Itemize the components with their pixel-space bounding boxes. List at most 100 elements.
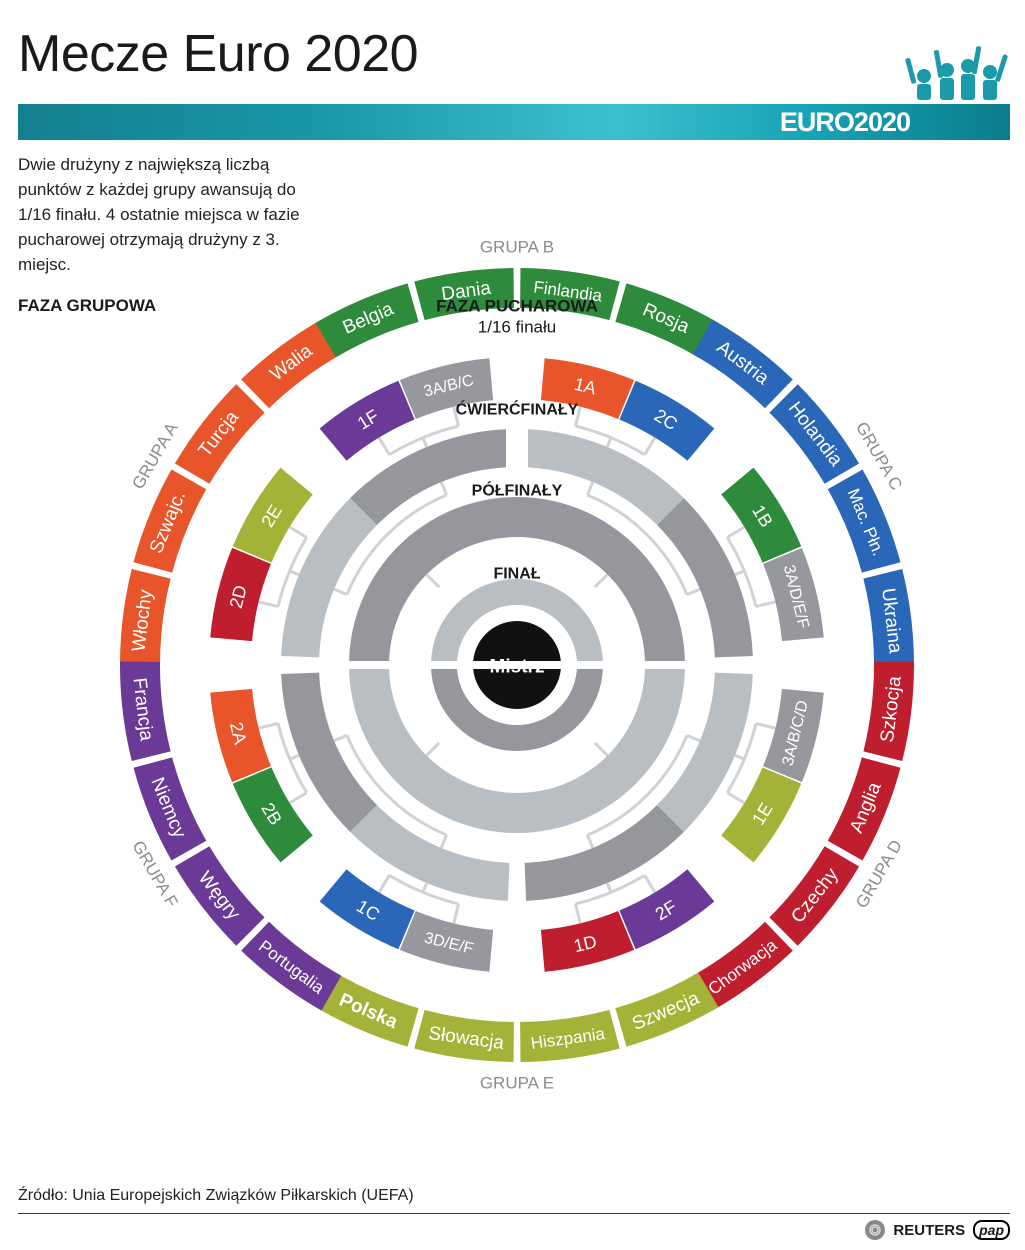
r16-slot (540, 911, 635, 972)
bracket-line (439, 834, 448, 849)
final-slot (431, 665, 603, 751)
team-segment (692, 319, 793, 409)
r16-slot (319, 869, 415, 950)
bracket-line (452, 903, 460, 924)
final-slot (431, 579, 603, 665)
bracket-line (439, 481, 448, 496)
bracket-line (333, 587, 348, 596)
bracket-line (258, 600, 279, 608)
team-segment (827, 757, 901, 861)
page-title: Mecze Euro 2020 (18, 25, 419, 83)
r16-slot (619, 869, 715, 950)
team-segment (769, 384, 860, 484)
team-segment (520, 268, 620, 321)
team-segment (692, 921, 793, 1011)
bracket-line (593, 573, 609, 589)
bracket-line (289, 753, 300, 761)
r16-heading: 1/16 finału (478, 318, 556, 337)
r16-slot (319, 380, 415, 461)
bracket-line (425, 573, 441, 589)
team-segment (615, 283, 719, 358)
knockout-stage-label: FAZA PUCHAROWA (436, 297, 598, 316)
r16-slot (399, 911, 494, 972)
team-segment (863, 568, 914, 669)
team-segment (241, 921, 342, 1011)
r16-slot (721, 467, 802, 563)
team-segment (133, 757, 207, 861)
bracket-line (377, 436, 391, 456)
team-segment (315, 283, 419, 358)
bracket-line (586, 481, 595, 496)
team-segment (174, 384, 265, 484)
bracket-line (726, 525, 746, 539)
group-stage-label: FAZA GRUPOWA (18, 296, 157, 315)
r16-slot (540, 358, 635, 419)
bracket-line (574, 406, 582, 427)
bracket-line (421, 437, 429, 448)
team-segment (827, 469, 901, 573)
fans-icon (905, 46, 1008, 100)
qf-slot (524, 429, 684, 525)
bracket-line (425, 741, 441, 757)
qf-slot (281, 498, 377, 658)
bracket-line (288, 791, 308, 805)
team-segment (315, 972, 419, 1047)
group-label: GRUPA E (480, 1074, 554, 1093)
r16-slot (763, 688, 824, 783)
r16-slot (210, 547, 271, 642)
quarterfinals-label: ĆWIERĆFINAŁY (456, 400, 579, 419)
footer-logos: REUTERS pap (865, 1220, 1010, 1240)
team-segment (520, 1009, 620, 1062)
description: Dwie drużyny z największą liczbą punktów… (18, 155, 300, 274)
team-segment (241, 319, 342, 409)
r16-slot (232, 767, 313, 863)
divider (18, 1213, 1010, 1214)
pap-logo: pap (973, 1220, 1010, 1240)
banner: EURO2020 (18, 104, 1010, 140)
bracket-line (755, 600, 776, 608)
bracket-line (605, 882, 613, 893)
bracket-line (574, 903, 582, 924)
semifinals-label: PÓŁFINAŁY (472, 481, 563, 500)
team-segment (133, 469, 207, 573)
bracket-line (755, 722, 776, 730)
euro2020-logo: EURO2020 (779, 107, 911, 137)
sf-slot (517, 665, 685, 833)
team-segment (863, 661, 914, 762)
bracket-line (734, 569, 745, 577)
r16-slot (721, 767, 802, 863)
bracket-line (452, 406, 460, 427)
team-segment (120, 661, 171, 762)
bracket-line (686, 734, 701, 743)
bracket-line (593, 741, 609, 757)
sf-slot (517, 497, 685, 665)
group-label: GRUPA B (480, 238, 554, 257)
qf-slot (524, 805, 684, 901)
team-segment (414, 268, 514, 321)
qf-slot (350, 429, 510, 525)
bracket-line (643, 436, 657, 456)
qf-slot (657, 672, 753, 832)
team-segment (414, 1009, 514, 1062)
bracket-line (333, 734, 348, 743)
bracket-line (345, 734, 448, 837)
bracket-line (586, 834, 595, 849)
team-segment (120, 568, 171, 669)
r16-slot (232, 467, 313, 563)
bracket-line (345, 493, 448, 596)
source-note: Źródło: Unia Europejskich Związków Piłka… (18, 1187, 414, 1204)
bracket-line (289, 569, 300, 577)
qf-slot (657, 498, 753, 658)
bracket-line (605, 437, 613, 448)
final-label: FINAŁ (493, 566, 540, 583)
champion-label: Mistrz (490, 657, 545, 678)
bracket-line (377, 874, 391, 894)
team-segment (615, 972, 719, 1047)
qf-slot (281, 672, 377, 832)
r16-slot (619, 380, 715, 461)
sf-slot (349, 665, 517, 833)
r16-slot (399, 358, 494, 419)
bracket-line (726, 791, 746, 805)
bracket-line (686, 587, 701, 596)
